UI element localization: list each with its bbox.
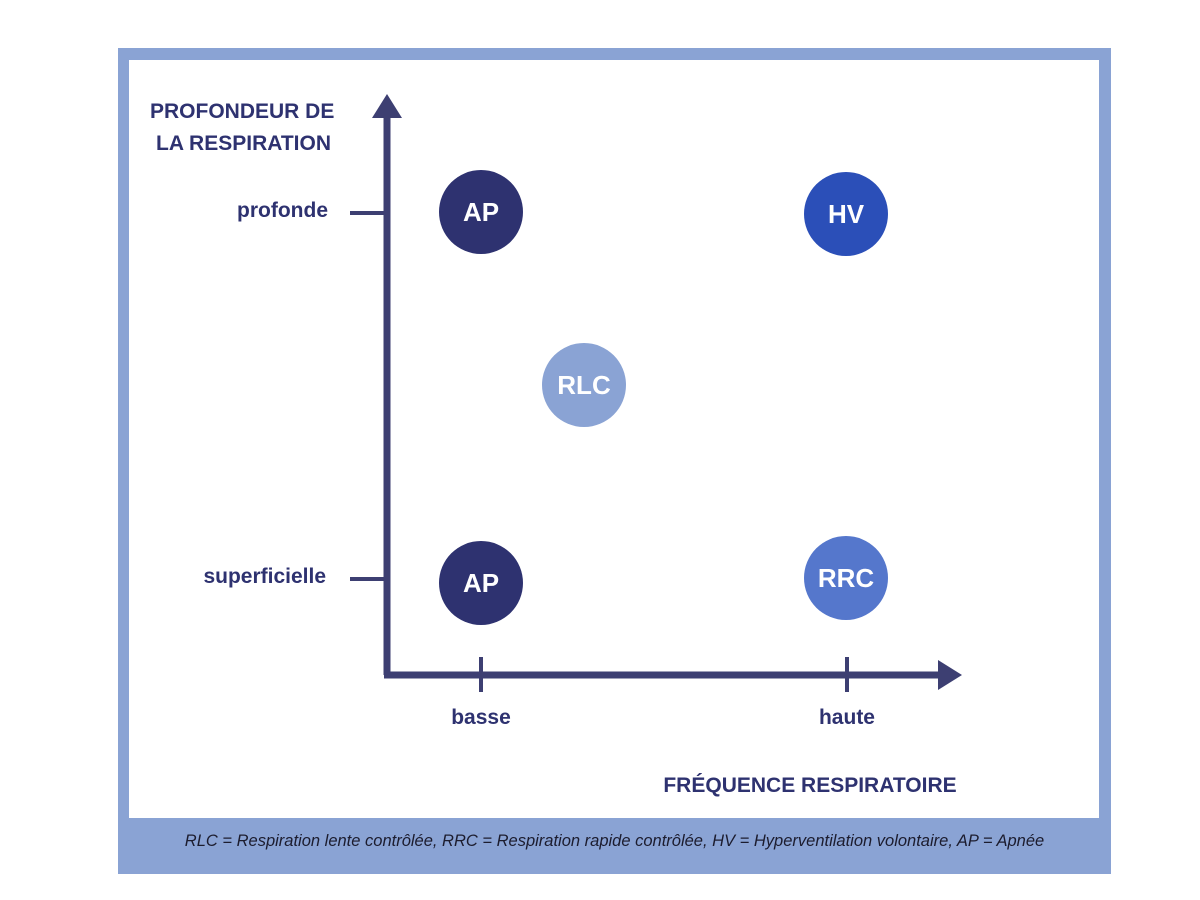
bubble-label-hv: HV [827, 199, 865, 229]
bubble-ap-superficielle [439, 541, 523, 625]
y-axis-title-line2: LA RESPIRATION [156, 132, 332, 155]
y-axis-title: PROFONDEUR DE LA RESPIRATION [150, 96, 360, 160]
bubble-ap-profonde [439, 170, 523, 254]
x-tick-label-haute: haute [818, 706, 875, 729]
bubble-rlc [542, 343, 626, 427]
bubble-label-rrc: RRC [817, 563, 875, 593]
y-axis-title-line1: PROFONDEUR DE [150, 100, 335, 123]
x-axis-title: FRÉQUENCE RESPIRATOIRE [663, 774, 957, 797]
bubble-label-ap-superficielle: AP [462, 568, 500, 598]
x-axis-arrowhead [938, 660, 962, 690]
bubble-hv [804, 172, 888, 256]
y-tick-label-profonde: profonde [237, 199, 328, 222]
legend-footnote: RLC = Respiration lente contrôlée, RRC =… [184, 832, 1045, 850]
x-tick-label-basse: basse [451, 706, 511, 729]
diagram-panel [129, 60, 1099, 818]
y-tick-label-superficielle: superficielle [203, 565, 326, 588]
bubble-rrc [804, 536, 888, 620]
bubble-label-rlc: RLC [557, 370, 611, 400]
bubble-label-ap-profonde: AP [462, 197, 500, 227]
y-axis-arrowhead [372, 94, 402, 118]
